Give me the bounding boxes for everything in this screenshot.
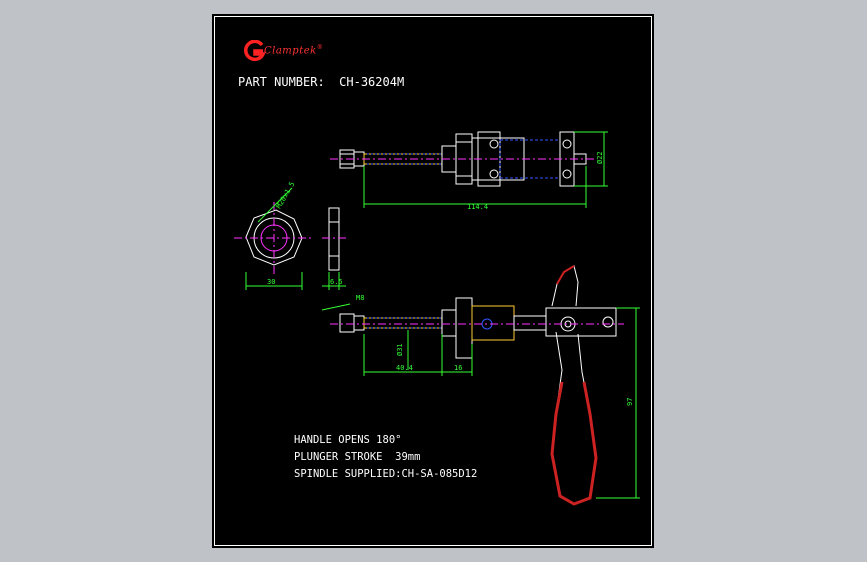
clamptek-logo-icon xyxy=(244,40,266,62)
top-diameter-dim: Ø22 xyxy=(596,151,604,164)
overall-length-dim: 114.4 xyxy=(467,203,488,211)
note-handle-opens: HANDLE OPENS 180° xyxy=(294,434,402,446)
part-number-value: CH-36204M xyxy=(339,75,405,89)
side-view xyxy=(321,265,640,506)
plunger-diameter-dim: Ø31 xyxy=(396,343,404,356)
note-plunger-stroke: PLUNGER STROKE 39mm xyxy=(294,451,421,463)
drawing-notes: HANDLE OPENS 180° PLUNGER STROKE 39mm SP… xyxy=(294,432,477,483)
nut-side-view xyxy=(322,207,346,290)
note-spindle-supplied: SPINDLE SUPPLIED:CH-SA-085D12 xyxy=(294,468,478,480)
brand-name: Clamptek® xyxy=(264,44,324,57)
plunger-length-dim: 40.4 xyxy=(396,364,413,372)
drawing-sheet: Clamptek® PART NUMBER: CH-36204M xyxy=(212,14,654,548)
part-number-line: PART NUMBER: CH-36204M xyxy=(238,75,404,89)
nut-width-dim: 30 xyxy=(267,278,275,286)
nut-thickness-dim: 6.5 xyxy=(330,278,343,286)
nut-thread-dim: M20x1.5 xyxy=(275,180,297,210)
thread-m8-dim: M8 xyxy=(356,294,364,302)
nut-front-view xyxy=(234,187,312,290)
technical-drawing: 114.4 Ø22 M20x1.5 30 6.5 xyxy=(234,131,640,506)
collar-width-dim: 16 xyxy=(454,364,462,372)
top-view xyxy=(330,131,608,208)
handle-height-dim: 97 xyxy=(626,398,634,406)
part-number-label: PART NUMBER: xyxy=(238,75,325,89)
